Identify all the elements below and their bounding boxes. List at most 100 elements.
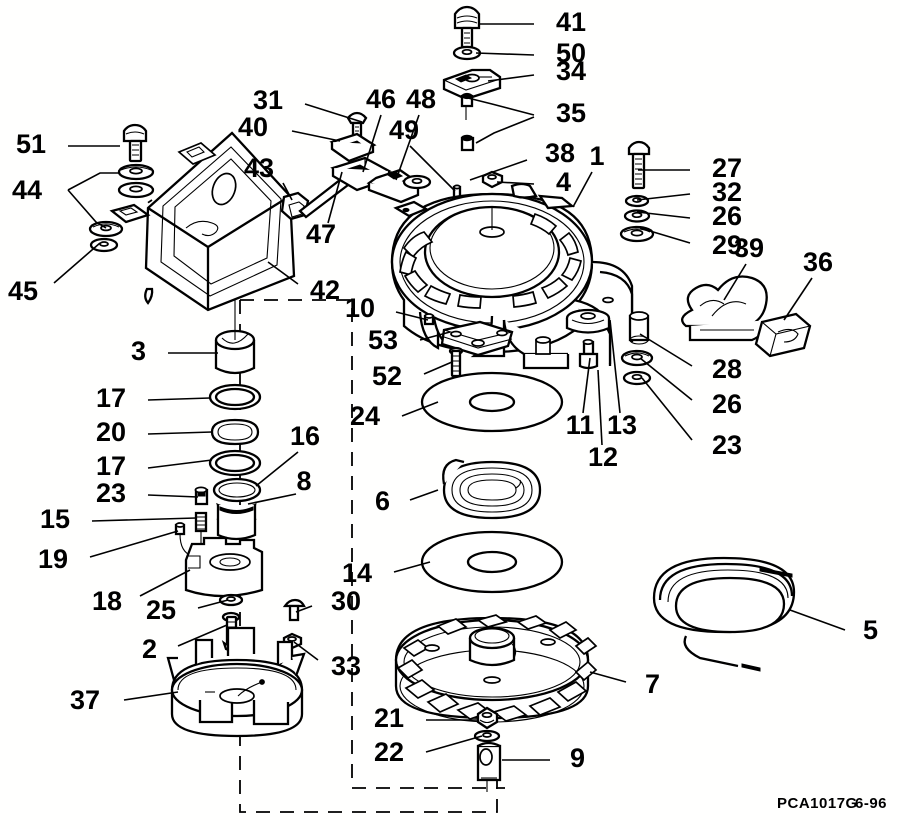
callout-41: 41: [556, 7, 586, 37]
callout-23: 23: [96, 478, 126, 508]
part-51-screw: [122, 123, 148, 163]
part-35-bushing-lower: [460, 134, 475, 152]
callout-28: 28: [712, 354, 742, 384]
callout-1: 1: [589, 141, 604, 171]
callout-29: 29: [712, 230, 742, 260]
part-45-washer: [89, 237, 119, 253]
callout-35: 35: [556, 98, 586, 128]
part-48-lever: [366, 168, 421, 204]
callout-47: 47: [306, 219, 336, 249]
callout-14: 14: [342, 558, 372, 588]
part-44-washer-lower: [117, 181, 155, 199]
callout-34: 34: [556, 56, 586, 86]
part-11-pin: [578, 338, 599, 370]
callout-15: 15: [40, 504, 70, 534]
part-30-screw: [282, 598, 306, 622]
part-20-seal: [210, 418, 260, 446]
part-17-oring-upper: [208, 383, 262, 411]
part-42-cover: [109, 131, 296, 312]
callout-11: 11: [566, 410, 595, 440]
callout-26-lower: 23: [712, 430, 742, 460]
callout-5: 5: [863, 615, 878, 645]
callout-42: 42: [310, 275, 340, 305]
callout-38: 38: [545, 138, 575, 168]
part-12-bushing: [602, 296, 614, 304]
callout-17-upper: 17: [96, 383, 126, 413]
callout-3: 3: [131, 336, 146, 366]
callout-2: 2: [142, 634, 157, 664]
part-3-spool-cap: [214, 300, 256, 375]
part-22-washer: [473, 729, 501, 743]
part-29-lockwasher-lower: [620, 349, 654, 367]
part-23-pin: [194, 486, 209, 506]
part-25-washer: [218, 593, 244, 607]
part-8-spring: [216, 502, 257, 541]
part-9-lock-plate: [476, 741, 502, 792]
part-14-washer: [420, 530, 564, 594]
callout-45: 45: [8, 276, 38, 306]
callout-46: 46: [366, 84, 396, 114]
callout-19: 19: [38, 544, 68, 574]
part-41-screw: [453, 5, 481, 49]
callout-36: 36: [803, 247, 833, 277]
callout-51: 51: [16, 129, 46, 159]
part-44-washer-upper: [117, 163, 155, 181]
callout-44: 44: [12, 175, 42, 205]
callout-9: 9: [570, 743, 585, 773]
callout-6: 6: [375, 486, 390, 516]
part-17-oring-lower: [208, 449, 262, 477]
part-40-bracket: [329, 132, 377, 163]
callout-52: 52: [372, 361, 402, 391]
callout-16: 16: [290, 421, 320, 451]
part-21-nut: [476, 706, 499, 730]
part-10-screw: [423, 313, 435, 326]
callout-49: 49: [389, 115, 419, 145]
callout-37: 37: [70, 685, 100, 715]
part-36-pad: [754, 312, 812, 358]
part-32-lockwasher: [624, 194, 650, 208]
part-7-rope-pulley: [394, 614, 598, 723]
footer-date: 6-96: [855, 795, 887, 812]
callout-10: 10: [345, 293, 375, 323]
callout-20: 20: [96, 417, 126, 447]
callout-40: 40: [238, 112, 268, 142]
callout-33: 33: [331, 651, 361, 681]
callout-labels: 41 50 34 35 31 40 46 48 49 38 1 4 43 47 …: [8, 7, 878, 773]
part-1-starter-housing: [390, 182, 634, 370]
part-16-seal-ring: [212, 477, 262, 503]
callout-48: 48: [406, 84, 436, 114]
callout-24: 24: [350, 401, 380, 431]
callout-29-lower: 26: [712, 389, 742, 419]
callout-12: 12: [588, 442, 618, 472]
part-53-retainer-plate: [440, 320, 514, 357]
part-13-pulley-bushing: [565, 308, 611, 334]
callout-30: 30: [331, 586, 361, 616]
part-28-spacer: [628, 311, 650, 345]
callout-18: 18: [92, 586, 122, 616]
part-34-lever: [442, 68, 502, 101]
callout-50: 50: [556, 38, 586, 68]
callout-25: 25: [146, 595, 176, 625]
part-6-recoil-spring: [442, 458, 542, 520]
part-24-washer: [420, 371, 564, 433]
callout-32: 32: [712, 177, 742, 207]
footer-drawing-code: PCA1017G: [777, 795, 858, 812]
part-27-screw: [627, 140, 651, 190]
part-18-lock-cam: [184, 536, 264, 598]
callout-53: 53: [368, 325, 398, 355]
callout-22: 22: [374, 737, 404, 767]
callout-39: 39: [734, 233, 764, 263]
callout-31: 31: [253, 85, 283, 115]
callout-27: 27: [712, 153, 742, 183]
part-44-washer-detached: [88, 220, 124, 238]
callout-17-lower: 17: [96, 451, 126, 481]
leader-lines: [53, 23, 846, 761]
callout-7: 7: [645, 669, 660, 699]
part-38-washer: [402, 174, 432, 190]
callout-13: 13: [607, 410, 637, 440]
part-5-starter-rope: [652, 556, 796, 672]
callout-4: 4: [556, 167, 571, 197]
part-29-lockwasher: [619, 225, 655, 243]
